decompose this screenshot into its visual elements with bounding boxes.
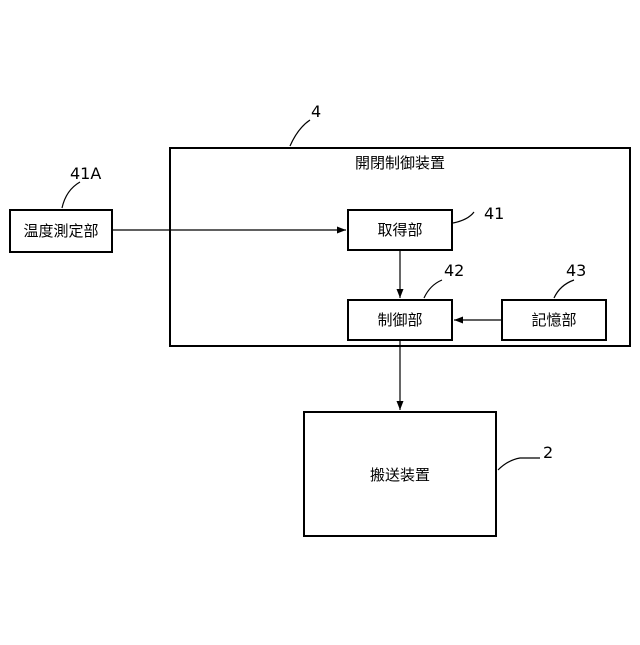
storage-unit-label: 記憶部 xyxy=(531,311,576,329)
storage-unit-ref-leader xyxy=(554,280,574,298)
transport-device-label: 搬送装置 xyxy=(370,466,430,484)
controller-ref-leader xyxy=(290,120,310,146)
temperature-unit-label: 温度測定部 xyxy=(23,222,98,240)
storage-unit-ref-label: 43 xyxy=(566,261,586,280)
control-unit-label: 制御部 xyxy=(377,311,422,329)
acquisition-unit-ref-leader xyxy=(453,212,474,223)
control-unit-ref-leader xyxy=(424,280,442,298)
acquisition-unit-ref-label: 41 xyxy=(484,204,504,223)
transport-device-ref-label: 2 xyxy=(543,443,553,462)
controller-ref-label: 4 xyxy=(311,102,321,121)
temperature-unit-ref-leader xyxy=(62,182,80,208)
acquisition-unit-label: 取得部 xyxy=(377,221,422,239)
control-unit-ref-label: 42 xyxy=(444,261,464,280)
transport-device-ref-leader xyxy=(498,458,540,470)
controller-title: 開閉制御装置 xyxy=(355,154,445,172)
temperature-unit-ref-label: 41A xyxy=(70,164,101,183)
